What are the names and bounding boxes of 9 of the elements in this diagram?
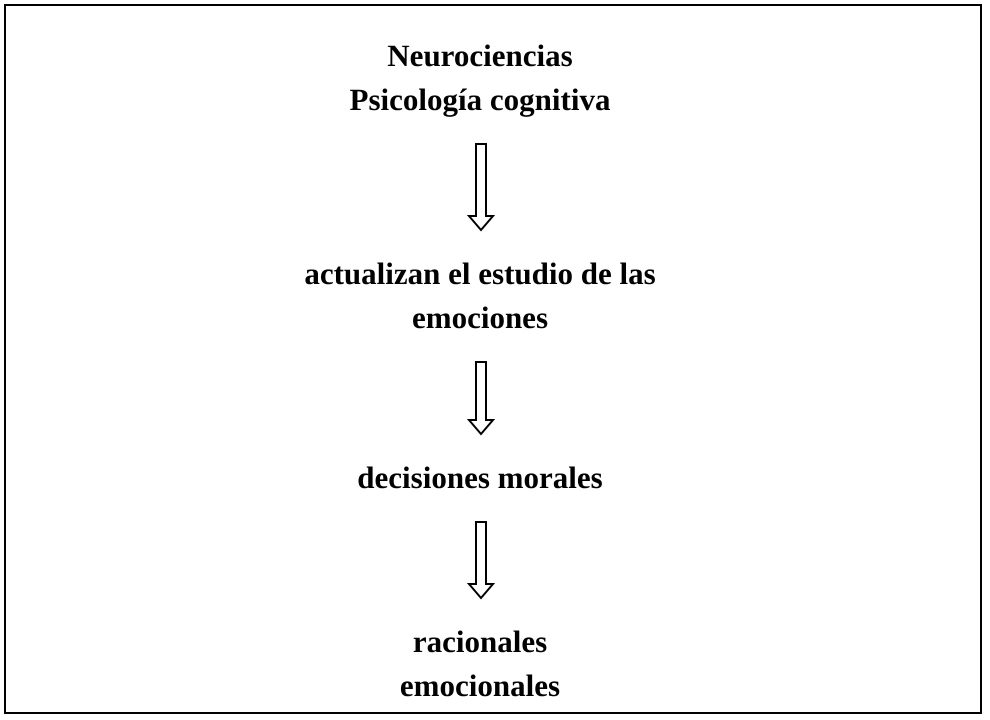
arrow [466,521,496,600]
flow-text: actualizan el estudio de las emociones [303,255,657,337]
arrow [466,361,496,436]
flow-text: emocionales [398,667,562,705]
flow-text: decisiones morales [356,459,604,497]
flow-text: Neurociencias [386,37,574,75]
flow-text: Psicología cognitiva [348,81,612,119]
arrow [466,143,496,232]
flow-text: racionales [412,623,548,661]
